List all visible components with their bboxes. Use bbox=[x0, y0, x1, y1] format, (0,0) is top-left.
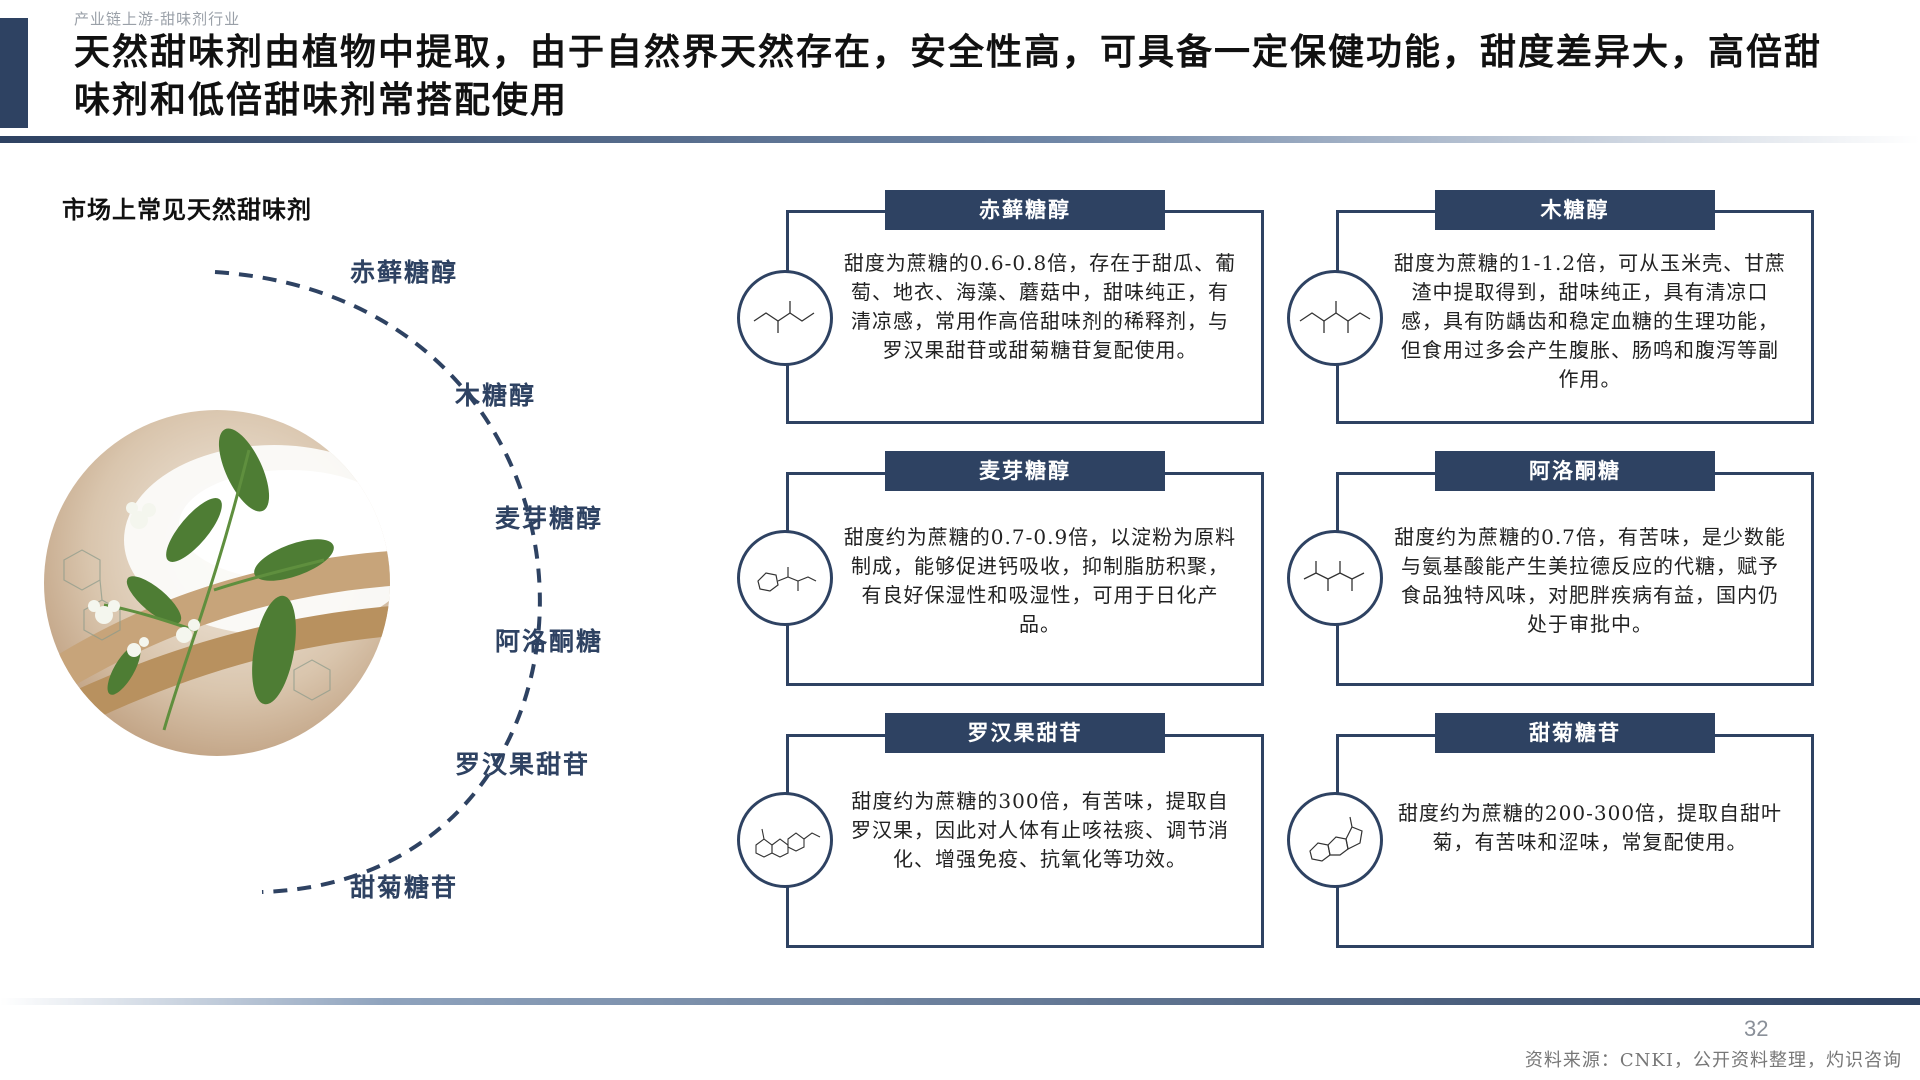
card-stevioside: 甜度约为蔗糖的200-300倍，提取自甜叶菊，有苦味和涩味，常复配使用。 bbox=[1336, 734, 1814, 948]
card-stevioside-title: 甜菊糖苷 bbox=[1435, 713, 1715, 753]
arc-label-xylitol: 木糖醇 bbox=[455, 381, 537, 410]
dashed-arc bbox=[214, 270, 542, 894]
arc-label-erythritol: 赤藓糖醇 bbox=[350, 258, 459, 287]
card-allulose: 甜度约为蔗糖的0.7倍，有苦味，是少数能与氨基酸能产生美拉德反应的代糖，赋予食品… bbox=[1336, 472, 1814, 686]
arc-label-allulose: 阿洛酮糖 bbox=[495, 627, 604, 656]
card-maltitol-text: 甜度约为蔗糖的0.7-0.9倍，以淀粉为原料制成，能够促进钙吸收，抑制脂肪积聚，… bbox=[843, 525, 1237, 636]
card-maltitol: 甜度约为蔗糖的0.7-0.9倍，以淀粉为原料制成，能够促进钙吸收，抑制脂肪积聚，… bbox=[786, 472, 1264, 686]
title-accent-bar bbox=[0, 18, 28, 128]
card-allulose-title: 阿洛酮糖 bbox=[1435, 451, 1715, 491]
stevia-photo bbox=[44, 410, 390, 756]
stevioside-structure-icon bbox=[1287, 792, 1383, 888]
section-label: 市场上常见天然甜味剂 bbox=[62, 195, 312, 224]
card-erythritol-title: 赤藓糖醇 bbox=[885, 190, 1165, 230]
card-stevioside-text: 甜度约为蔗糖的200-300倍，提取自甜叶菊，有苦味和涩味，常复配使用。 bbox=[1397, 801, 1783, 854]
card-maltitol-title: 麦芽糖醇 bbox=[885, 451, 1165, 491]
xylitol-structure-icon bbox=[1287, 270, 1383, 366]
card-xylitol-text: 甜度为蔗糖的1-1.2倍，可从玉米壳、甘蔗渣中提取得到，甜味纯正，具有清凉口感，… bbox=[1393, 251, 1787, 391]
card-mogroside-text: 甜度约为蔗糖的300倍，有苦味，提取自罗汉果，因此对人体有止咳祛痰、调节消化、增… bbox=[851, 789, 1229, 871]
card-allulose-text: 甜度约为蔗糖的0.7倍，有苦味，是少数能与氨基酸能产生美拉德反应的代糖，赋予食品… bbox=[1394, 525, 1786, 636]
card-mogroside-title: 罗汉果甜苷 bbox=[885, 713, 1165, 753]
header-divider bbox=[0, 136, 1920, 143]
maltitol-structure-icon bbox=[737, 530, 833, 626]
source-note: 资料来源：CNKI，公开资料整理，灼识咨询 bbox=[1524, 1050, 1902, 1071]
breadcrumb: 产业链上游-甜味剂行业 bbox=[74, 10, 241, 28]
page-number: 32 bbox=[1744, 1016, 1769, 1041]
card-erythritol: 甜度为蔗糖的0.6-0.8倍，存在于甜瓜、葡萄、地衣、海藻、蘑菇中，甜味纯正，有… bbox=[786, 210, 1264, 424]
erythritol-structure-icon bbox=[737, 270, 833, 366]
arc-label-stevioside: 甜菊糖苷 bbox=[350, 873, 459, 902]
mogroside-structure-icon bbox=[737, 792, 833, 888]
card-xylitol: 甜度为蔗糖的1-1.2倍，可从玉米壳、甘蔗渣中提取得到，甜味纯正，具有清凉口感，… bbox=[1336, 210, 1814, 424]
arc-label-mogroside: 罗汉果甜苷 bbox=[455, 750, 591, 779]
arc-label-maltitol: 麦芽糖醇 bbox=[495, 504, 604, 533]
page-title: 天然甜味剂由植物中提取，由于自然界天然存在，安全性高，可具备一定保健功能，甜度差… bbox=[74, 31, 1823, 121]
card-erythritol-text: 甜度为蔗糖的0.6-0.8倍，存在于甜瓜、葡萄、地衣、海藻、蘑菇中，甜味纯正，有… bbox=[843, 251, 1237, 362]
card-mogroside: 甜度约为蔗糖的300倍，有苦味，提取自罗汉果，因此对人体有止咳祛痰、调节消化、增… bbox=[786, 734, 1264, 948]
footer-divider bbox=[0, 998, 1920, 1005]
card-xylitol-title: 木糖醇 bbox=[1435, 190, 1715, 230]
allulose-structure-icon bbox=[1287, 530, 1383, 626]
